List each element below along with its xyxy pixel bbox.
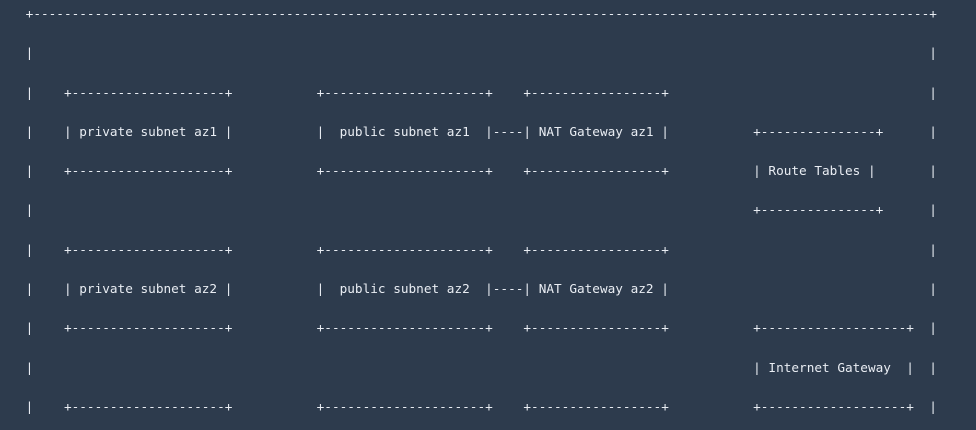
ascii-line: | +--------------------+ +--------------… (18, 241, 937, 257)
ascii-line: | +--------------------+ +--------------… (18, 398, 937, 414)
ascii-line: | | (18, 45, 937, 61)
ascii-line: | +--------------------+ +--------------… (18, 84, 937, 100)
ascii-line: +---------------------------------------… (18, 6, 937, 21)
ascii-line: | | private subnet az1 | | public subnet… (18, 123, 937, 139)
ascii-line: | | private subnet az2 | | public subnet… (18, 281, 937, 297)
ascii-line: | +--------------------+ +--------------… (18, 163, 937, 179)
ascii-line: | +--------------------+ +--------------… (18, 320, 937, 336)
ascii-line: | | Internet Gateway | | (18, 359, 937, 375)
ascii-line: | +---------------+ | (18, 202, 937, 218)
